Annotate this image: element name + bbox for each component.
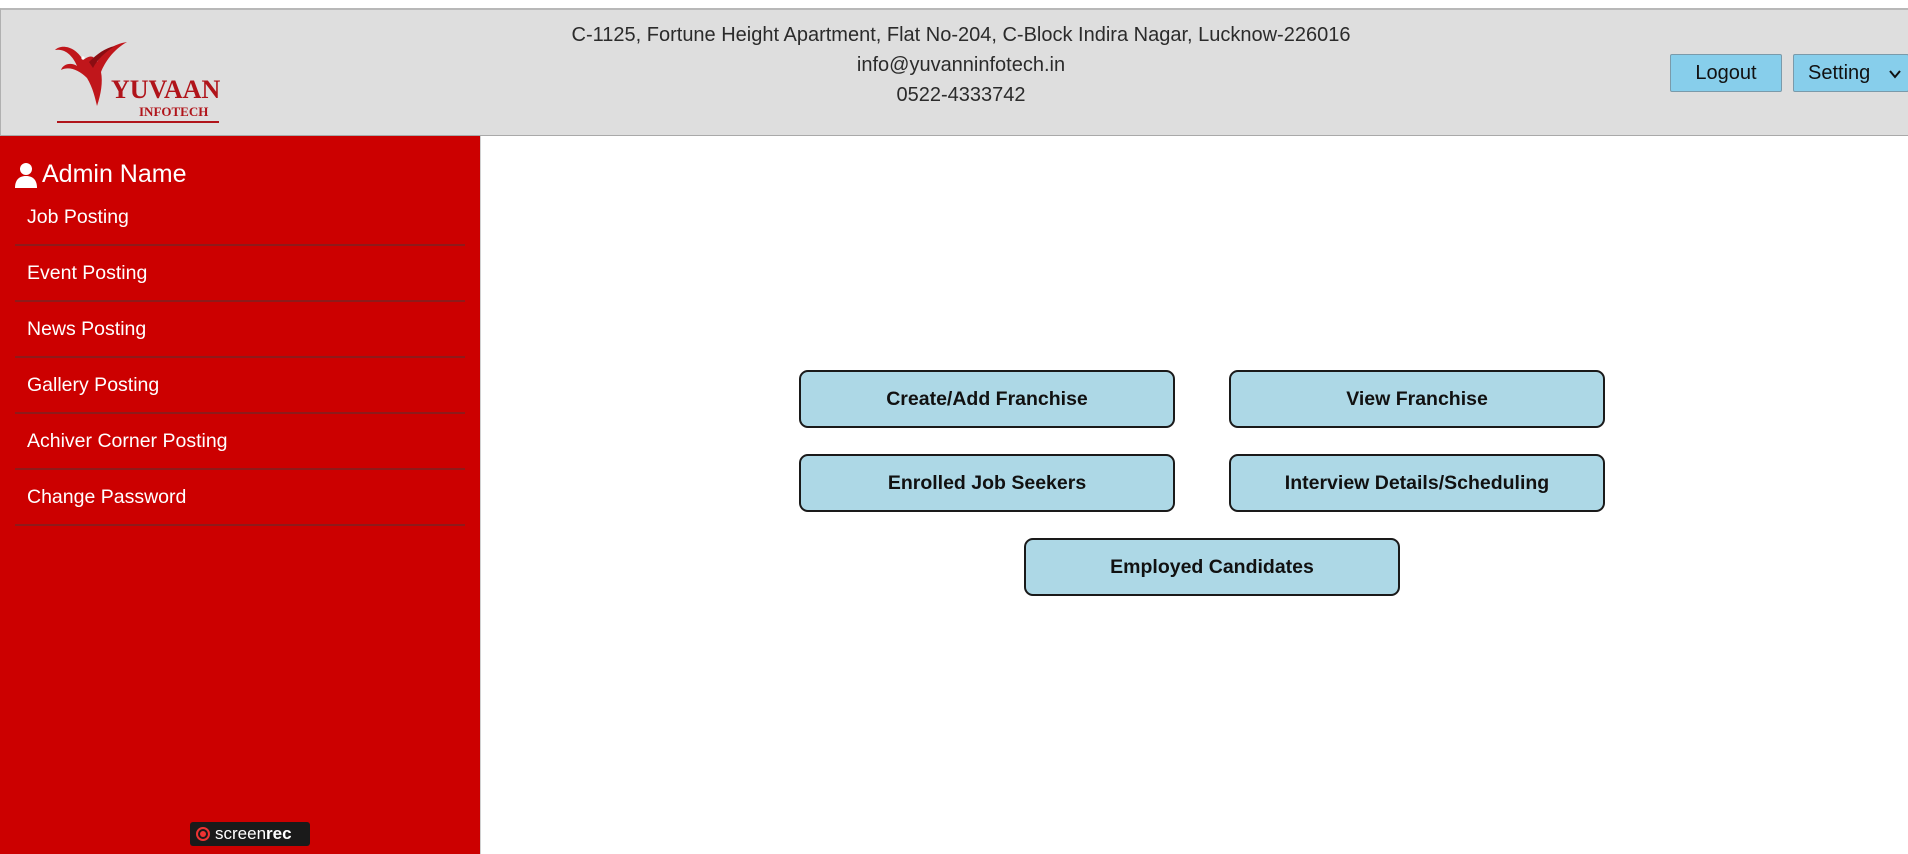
sidebar-item-achiver-corner-posting[interactable]: Achiver Corner Posting — [15, 414, 465, 470]
top-header: YUVAAN INFOTECH C-1125, Fortune Height A… — [0, 8, 1908, 136]
screenrec-watermark: screenrec — [190, 822, 310, 846]
interview-details-button[interactable]: Interview Details/Scheduling — [1229, 454, 1605, 512]
contact-info: C-1125, Fortune Height Apartment, Flat N… — [461, 20, 1461, 110]
setting-dropdown[interactable]: Setting — [1793, 54, 1908, 92]
user-icon — [15, 162, 37, 188]
setting-dropdown-label: Setting — [1808, 61, 1871, 84]
sidebar-item-job-posting[interactable]: Job Posting — [15, 190, 465, 246]
bird-logo-icon: YUVAAN INFOTECH — [55, 42, 221, 123]
yuvaan-logo[interactable]: YUVAAN INFOTECH — [53, 32, 223, 124]
sidebar-nav: Job Posting Event Posting News Posting G… — [15, 190, 465, 526]
address-text: C-1125, Fortune Height Apartment, Flat N… — [571, 24, 1351, 46]
chevron-down-icon — [1889, 70, 1901, 79]
logout-button[interactable]: Logout — [1670, 54, 1782, 92]
watermark-suffix: rec — [266, 824, 292, 843]
phone-text: 0522-4333742 — [896, 84, 1026, 106]
enrolled-job-seekers-button[interactable]: Enrolled Job Seekers — [799, 454, 1175, 512]
email-text: info@yuvanninfotech.in — [856, 54, 1066, 76]
admin-profile: Admin Name — [14, 160, 187, 189]
sidebar-item-gallery-posting[interactable]: Gallery Posting — [15, 358, 465, 414]
record-icon — [196, 827, 210, 841]
sidebar-item-event-posting[interactable]: Event Posting — [15, 246, 465, 302]
view-franchise-button[interactable]: View Franchise — [1229, 370, 1605, 428]
main-content: Create/Add Franchise View Franchise Enro… — [480, 136, 1908, 854]
create-franchise-button[interactable]: Create/Add Franchise — [799, 370, 1175, 428]
watermark-prefix: screen — [215, 824, 267, 843]
svg-text:INFOTECH: INFOTECH — [139, 104, 208, 119]
sidebar: Admin Name Job Posting Event Posting New… — [0, 136, 480, 854]
admin-name: Admin Name — [42, 160, 187, 188]
sidebar-item-change-password[interactable]: Change Password — [15, 470, 465, 526]
svg-text:YUVAAN: YUVAAN — [111, 75, 221, 104]
employed-candidates-button[interactable]: Employed Candidates — [1024, 538, 1400, 596]
sidebar-item-news-posting[interactable]: News Posting — [15, 302, 465, 358]
